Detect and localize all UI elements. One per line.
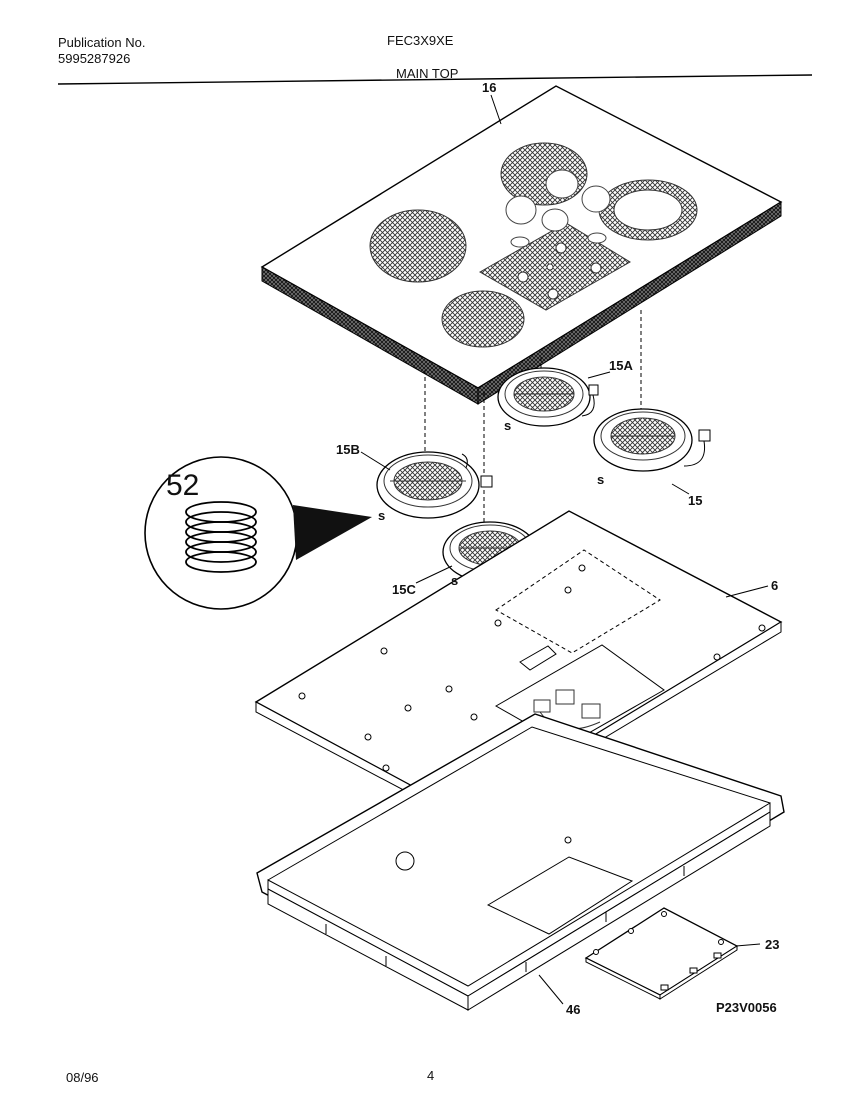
callout-15C: 15C bbox=[392, 582, 416, 597]
access-cover-part-23 bbox=[584, 907, 739, 1000]
publication-label: Publication No. bbox=[58, 35, 146, 50]
page-number: 4 bbox=[427, 1068, 435, 1083]
publication-number: 5995287926 bbox=[58, 51, 131, 66]
bottom-box-part-46 bbox=[256, 713, 785, 1011]
callout-52: 52 bbox=[166, 469, 200, 502]
model-number: FEC3X9XE bbox=[387, 33, 454, 48]
callout-6: 6 bbox=[771, 578, 779, 593]
callout-15: 15 bbox=[688, 493, 703, 508]
footer-date: 08/96 bbox=[66, 1070, 99, 1085]
screw-label-15B: s bbox=[378, 508, 386, 523]
screw-label-15C: s bbox=[451, 573, 459, 588]
mounting-holes bbox=[298, 564, 766, 810]
screw-label-15A: s bbox=[504, 418, 512, 433]
section-title: MAIN TOP bbox=[396, 66, 459, 81]
burner-zone-front bbox=[441, 290, 525, 348]
bottom-cutout bbox=[486, 856, 634, 935]
control-panel-area bbox=[478, 222, 631, 311]
drawing-id: P23V0056 bbox=[716, 1000, 777, 1015]
radiant-element-15B bbox=[376, 451, 493, 519]
screw-label-15: s bbox=[597, 472, 605, 487]
burner-zone-right-inner bbox=[613, 189, 683, 231]
callout-15A: 15A bbox=[609, 358, 633, 373]
burner-zone-left bbox=[369, 209, 467, 283]
burner-zone-rear bbox=[500, 142, 588, 206]
callout-16: 16 bbox=[482, 80, 497, 95]
callout-23: 23 bbox=[765, 937, 780, 952]
callout-15B: 15B bbox=[336, 442, 360, 457]
leader-lines bbox=[360, 94, 769, 1005]
header-rule bbox=[57, 74, 813, 85]
callout-46: 46 bbox=[566, 1002, 581, 1017]
glass-cooktop-part-16 bbox=[260, 85, 783, 405]
detail-circle-part-52 bbox=[144, 456, 372, 610]
radiant-element-15 bbox=[593, 408, 711, 472]
radiant-element-15A bbox=[497, 367, 599, 427]
